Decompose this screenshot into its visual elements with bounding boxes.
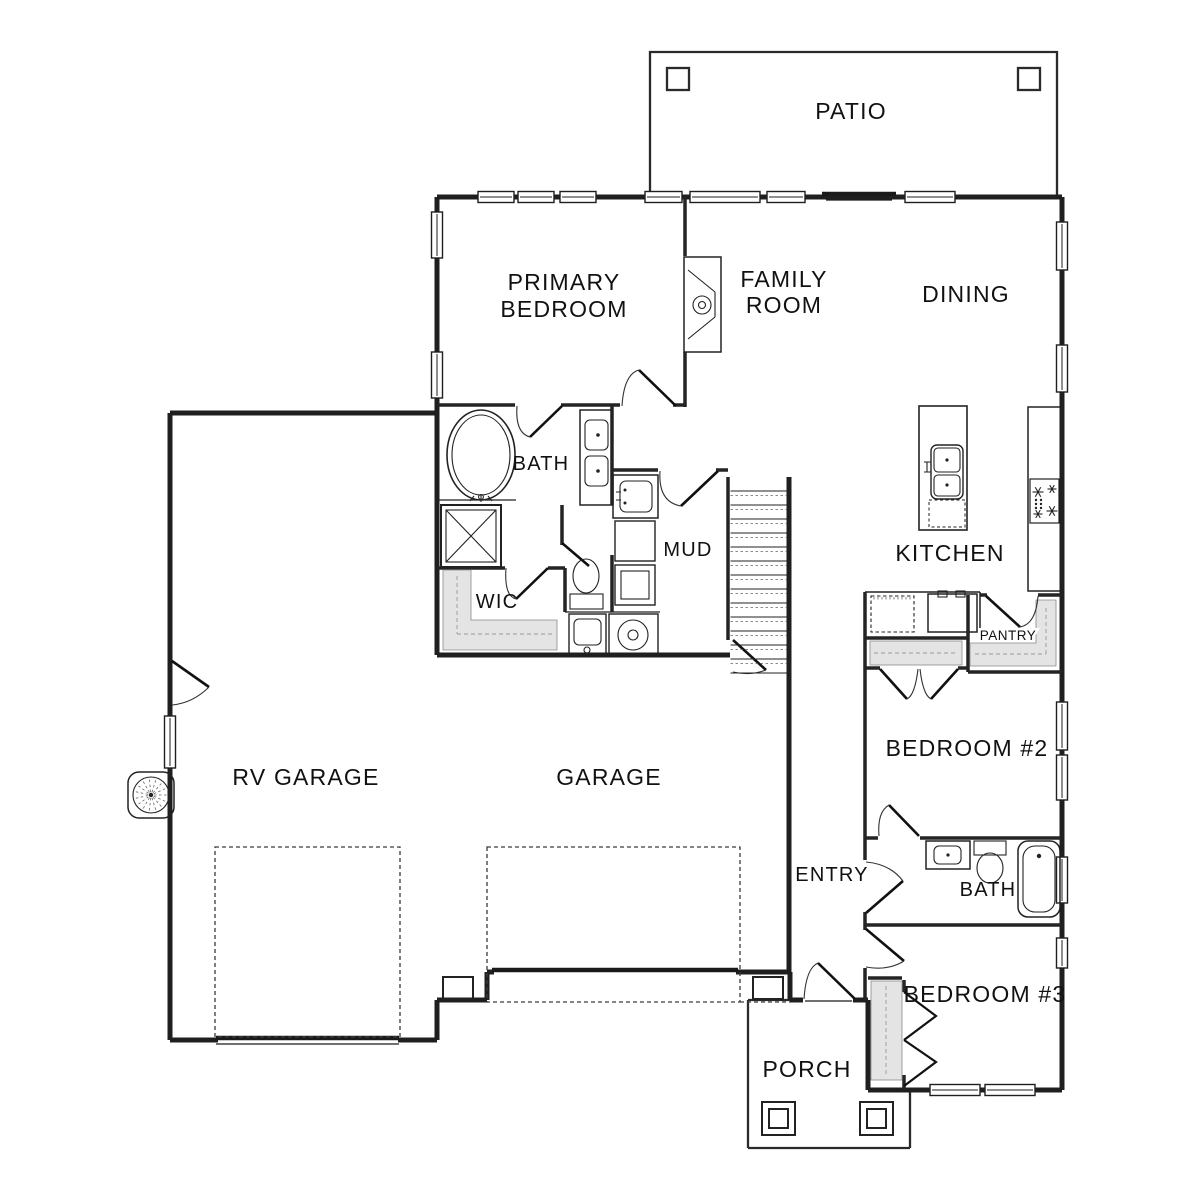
door <box>505 567 549 600</box>
washer <box>568 613 607 655</box>
garage-pillar <box>442 976 474 1000</box>
room-label-bedroom3: BEDROOM #3 <box>904 981 1067 1007</box>
bathtub <box>446 409 516 502</box>
room-label-rv-garage: RV GARAGE <box>232 764 379 790</box>
room-label-kitchen: KITCHEN <box>895 540 1004 566</box>
patio-outline <box>648 50 1059 197</box>
door <box>865 928 905 969</box>
kitchen-island <box>918 405 968 531</box>
kitchen-fixtures <box>865 405 1063 638</box>
door <box>516 405 563 438</box>
room-label-porch: PORCH <box>762 1056 851 1082</box>
room-label-pantry: PANTRY <box>980 628 1037 643</box>
room-label-patio: PATIO <box>815 98 887 124</box>
double-vanity <box>579 409 613 506</box>
room-label-garage: GARAGE <box>556 764 662 790</box>
window <box>904 190 956 204</box>
room-labels: PATIO PRIMARY BEDROOM FAMILY ROOM DINING… <box>232 98 1067 1082</box>
cooktop <box>1029 478 1060 524</box>
window <box>163 715 177 769</box>
window <box>766 190 806 204</box>
utility-sink <box>612 474 659 519</box>
porch-post <box>761 1101 796 1136</box>
rv-parking-stall-dashed <box>214 846 401 1038</box>
mud-room-fixtures <box>568 474 659 655</box>
garage-door <box>216 1035 399 1045</box>
pantry-shelving <box>969 599 1057 667</box>
hall-bath-fixtures <box>925 840 1061 918</box>
car-parking-stall-dashed <box>486 846 741 1003</box>
garage-pillar <box>752 976 784 1000</box>
window <box>1055 221 1069 271</box>
bifold-doors <box>903 991 938 1087</box>
primary-bath-fixtures <box>440 409 613 610</box>
room-label-bedroom2: BEDROOM #2 <box>886 735 1049 761</box>
room-label-bath-primary: BATH <box>513 453 570 475</box>
closet-double-doors <box>879 668 959 700</box>
window <box>644 190 683 204</box>
window <box>430 351 444 399</box>
fireplace <box>683 256 722 353</box>
door <box>621 369 677 407</box>
windows <box>163 190 1069 1097</box>
window <box>1055 937 1069 969</box>
patio-post <box>665 66 691 92</box>
room-label-mud: MUD <box>663 539 712 561</box>
door <box>985 595 1039 628</box>
vanity-sink <box>925 840 971 870</box>
window <box>1055 856 1069 904</box>
bedroom3-closet-shelf <box>870 980 903 1081</box>
door <box>659 470 719 507</box>
window <box>559 190 597 204</box>
interior-walls <box>437 197 1062 1090</box>
refrigerator <box>870 595 915 633</box>
room-label-dining: DINING <box>922 281 1010 307</box>
window <box>1055 754 1069 801</box>
window <box>430 211 444 259</box>
room-label-bath2: BATH <box>960 879 1017 901</box>
toilet <box>973 840 1007 884</box>
window <box>1055 701 1069 751</box>
door <box>865 861 904 914</box>
window <box>689 190 761 204</box>
window <box>517 190 555 204</box>
front-door <box>803 962 856 1000</box>
window <box>984 1083 1036 1097</box>
door <box>878 804 920 837</box>
dryer <box>608 613 659 655</box>
mud-cabinet <box>614 520 656 606</box>
bathtub <box>1017 840 1061 918</box>
ceiling-fan-icon <box>127 771 175 819</box>
shower <box>440 504 502 568</box>
stairs <box>730 490 787 674</box>
room-label-entry: ENTRY <box>795 864 868 886</box>
wic-shelving <box>442 569 558 651</box>
door <box>561 542 590 567</box>
room-label-wic: WIC <box>476 591 518 613</box>
room-label-family-room-1: FAMILY <box>740 266 827 292</box>
toilet <box>569 558 604 610</box>
room-label-primary-bedroom-2: BEDROOM <box>500 296 627 322</box>
porch-post <box>859 1101 894 1136</box>
window <box>477 190 515 204</box>
range <box>927 590 978 633</box>
door <box>171 659 210 706</box>
bedroom2-closet-shelf <box>869 640 963 666</box>
patio-post <box>1016 66 1042 92</box>
sliding-glass-door <box>822 191 896 201</box>
room-label-primary-bedroom-1: PRIMARY <box>508 269 621 295</box>
room-label-family-room-2: ROOM <box>746 292 822 318</box>
window <box>1055 344 1069 393</box>
doors <box>171 369 1039 1087</box>
kitchen-counter <box>865 406 1063 638</box>
window <box>929 1083 981 1097</box>
